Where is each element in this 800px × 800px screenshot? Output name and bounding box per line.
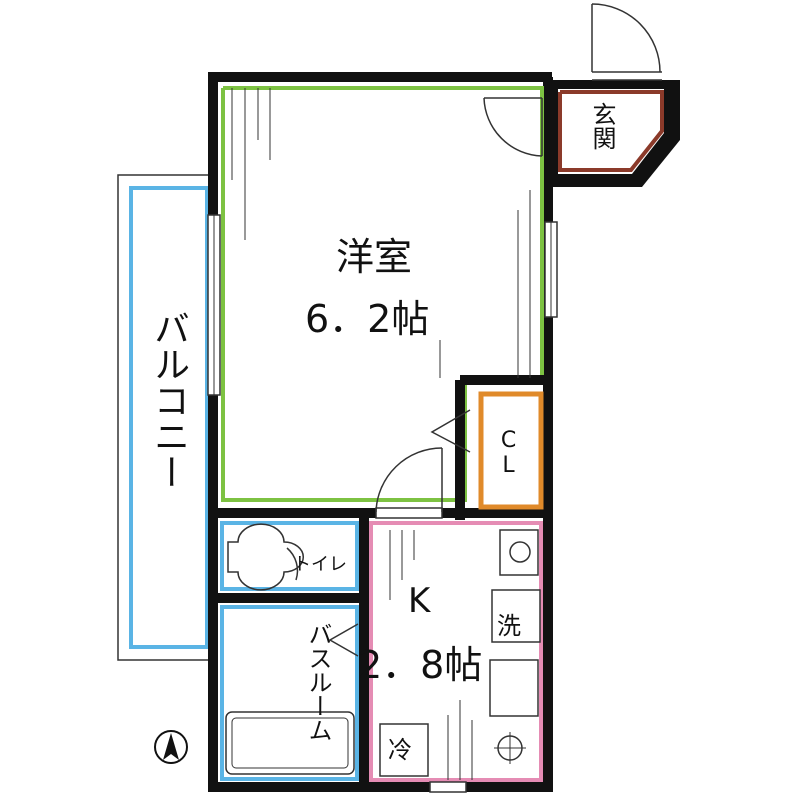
bath-room [220, 605, 359, 781]
fridge-label: 冷 [388, 736, 412, 764]
entrance [550, 3, 680, 187]
shading-lines [231, 88, 531, 780]
entrance-label: 玄関 [588, 102, 616, 150]
closet-label: CL [496, 428, 521, 478]
compass-icon [154, 730, 188, 764]
kitchen-size: 2．8帖 [358, 643, 483, 687]
balcony [117, 174, 211, 661]
closet [430, 391, 544, 510]
toilet-room [220, 521, 359, 591]
washer-label: 洗 [497, 612, 521, 640]
kitchen-room [369, 521, 543, 793]
kitchen-name: K [408, 581, 431, 621]
inner-walls [213, 375, 553, 787]
door-kitchen [375, 447, 443, 519]
toilet-label: トイレ [293, 554, 347, 575]
balcony-label: バルコニー [148, 310, 189, 490]
bath-label: バスルーム [304, 622, 332, 742]
western-room-name: 洋室 [336, 235, 413, 279]
western-room [207, 86, 558, 502]
western-room-size: 6．2帖 [305, 297, 430, 341]
